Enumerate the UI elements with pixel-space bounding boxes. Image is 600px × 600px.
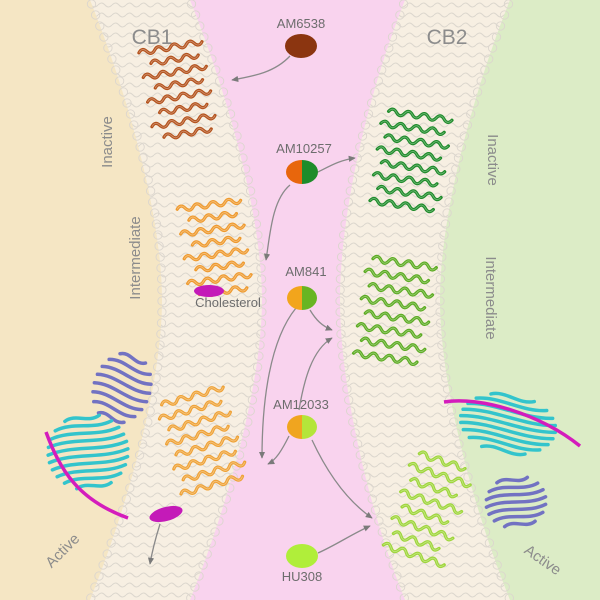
cb2-label: CB2 bbox=[427, 26, 468, 49]
arrow-am841-to-cb2-intermediate bbox=[309, 309, 333, 331]
cb2-g-protein-gamma bbox=[443, 399, 582, 448]
arrow-am10257-to-cb1-intermediate bbox=[263, 184, 291, 261]
cb2-intermediate-label: Intermediate bbox=[482, 256, 499, 339]
arrow-am10257-to-cb2-inactive bbox=[317, 155, 356, 173]
membranes bbox=[86, 0, 514, 600]
hu308-marker bbox=[286, 544, 318, 568]
am6538-label: AM6538 bbox=[277, 16, 325, 31]
arrows bbox=[147, 55, 373, 565]
am10257-label: AM10257 bbox=[276, 141, 332, 156]
am10257-marker bbox=[286, 160, 318, 184]
cholesterol-exit-marker bbox=[149, 505, 183, 523]
cb2-membrane-lipids bbox=[340, 0, 510, 600]
cholesterol-marker bbox=[194, 285, 224, 297]
ligand-markers bbox=[149, 34, 318, 568]
arrow-am6538-to-cb1-inactive bbox=[231, 55, 291, 83]
cb1-g-protein-alpha bbox=[91, 351, 153, 425]
cb1-g-protein-gamma bbox=[44, 431, 129, 520]
am841-marker bbox=[287, 286, 317, 310]
cb1-intermediate-structure bbox=[175, 197, 253, 298]
cb2-active-structure bbox=[381, 450, 472, 569]
arrow-cholesterol-to-exit bbox=[147, 523, 161, 565]
cb2-g-protein-alpha bbox=[484, 475, 548, 529]
cb1-label: CB1 bbox=[132, 26, 173, 49]
am841-label: AM841 bbox=[285, 264, 326, 279]
cb2-inactive-label: Inactive bbox=[484, 134, 501, 186]
cb1-active-structure bbox=[157, 385, 247, 496]
arrow-am841-to-cb1-active bbox=[258, 307, 297, 459]
cb2-inactive-structure bbox=[368, 107, 454, 214]
arrow-hu308-to-cb2-active bbox=[317, 525, 371, 554]
cholesterol-label: Cholesterol bbox=[195, 295, 261, 310]
cb2-intermediate-structure bbox=[352, 254, 438, 367]
cb1-membrane-lipids bbox=[90, 0, 262, 600]
hu308-label: HU308 bbox=[282, 569, 322, 584]
arrow-am12033-to-cb2-intermediate bbox=[298, 337, 333, 411]
cb1-intermediate-label: Intermediate bbox=[127, 216, 144, 299]
am6538-marker bbox=[285, 34, 317, 58]
am12033-label: AM12033 bbox=[273, 397, 329, 412]
arrow-am12033-to-cb1-active bbox=[267, 435, 290, 465]
cb1-inactive-structure bbox=[137, 39, 217, 140]
lipid-headgroups bbox=[86, 0, 514, 600]
arrow-am12033-to-cb2-active bbox=[311, 439, 373, 519]
cb1-inactive-label: Inactive bbox=[99, 116, 116, 168]
am12033-marker bbox=[287, 415, 317, 439]
protein-structures bbox=[44, 39, 582, 569]
